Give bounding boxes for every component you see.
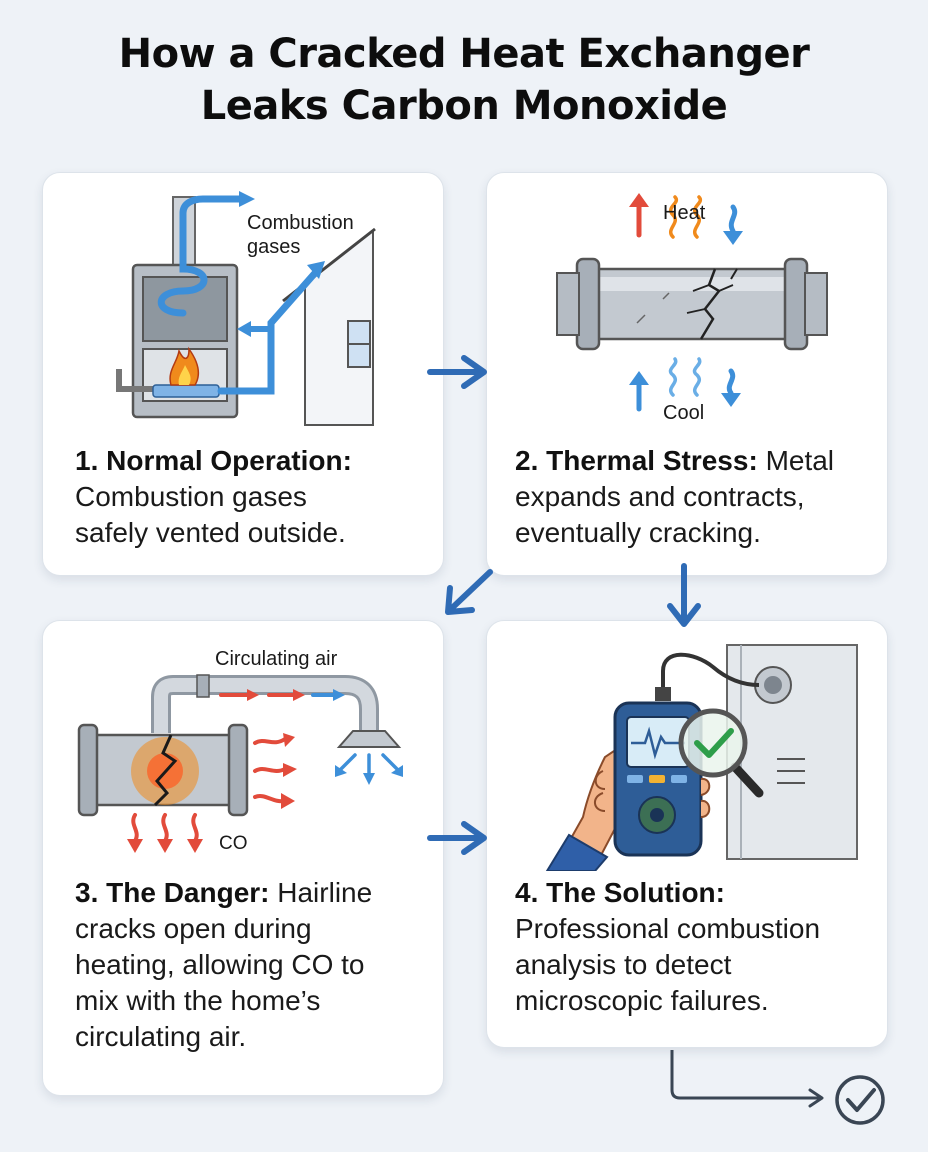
- label-gases: gases: [247, 236, 300, 258]
- step-card-1: Combustion gases 1. Normal Operation: Co…: [42, 172, 444, 576]
- step-4-body-line-2: analysis to detect: [515, 949, 732, 980]
- step-3-caption: 3. The Danger: Hairline cracks open duri…: [75, 875, 419, 1055]
- co-leak-arrow-1: [253, 737, 287, 745]
- step-4-body-line-3: microscopic failures.: [515, 985, 769, 1016]
- heat-wave-2: [693, 195, 703, 239]
- cool-arrow-down: [726, 368, 736, 396]
- step-4-caption: 4. The Solution: Professional combustion…: [515, 875, 863, 1019]
- label-heat: Heat: [663, 202, 706, 224]
- step-4-heading: 4. The Solution:: [515, 877, 725, 908]
- heat-exchanger-illustration: Heat Cool: [556, 193, 828, 424]
- title-line-2: Leaks Carbon Monoxide: [200, 83, 728, 129]
- step-3-body-line-3: mix with the home’s: [75, 985, 321, 1016]
- arrow-2-to-3: [445, 569, 493, 615]
- magnifier-handle: [730, 762, 764, 798]
- waveform-icon: [631, 726, 685, 760]
- step-2-body-line-2: eventually cracking.: [515, 517, 761, 548]
- title-line-1: How a Cracked Heat Exchanger: [118, 31, 810, 77]
- analyzer-illustration: [545, 644, 858, 871]
- flange-left: [575, 257, 601, 351]
- step-card-2: Heat Cool 2. Thermal Stress: Metal expan…: [486, 172, 888, 576]
- magnifier-icon: [678, 708, 748, 778]
- crack-icon: [153, 734, 178, 807]
- furnace-illustration: Combustion gases: [116, 191, 376, 426]
- step-3-heading: 3. The Danger:: [75, 877, 270, 908]
- heat-wave-1: [669, 195, 679, 239]
- heat-chamber: [142, 276, 228, 342]
- step-2-heading-tail: Metal: [765, 445, 835, 476]
- label-co: CO: [219, 833, 248, 854]
- label-combustion: Combustion: [247, 212, 354, 234]
- page-title: How a Cracked Heat Exchanger Leaks Carbo…: [0, 28, 928, 132]
- flange-right: [783, 257, 809, 351]
- burner: [152, 384, 220, 398]
- step-3-body-line-4: circulating air.: [75, 1021, 247, 1052]
- complete-check-icon: [835, 1075, 885, 1125]
- cool-arrow-down-top: [728, 204, 738, 234]
- step-3-body-line-2: heating, allowing CO to: [75, 949, 365, 980]
- check-icon: [694, 728, 734, 758]
- exhaust-flow-arrow: [217, 269, 319, 395]
- co-leak-arrow-2: [253, 767, 287, 773]
- step-card-4: 4. The Solution: Professional combustion…: [486, 620, 888, 1048]
- step-3-heading-tail: Hairline: [277, 877, 373, 908]
- danger-illustration: CO Circulating air: [77, 648, 403, 854]
- sleeve: [545, 833, 609, 871]
- step-1-caption: 1. Normal Operation: Combustion gases sa…: [75, 443, 419, 551]
- cool-wave-1: [668, 357, 678, 397]
- step-2-caption: 2. Thermal Stress: Metal expands and con…: [515, 443, 863, 551]
- crack-main: [699, 268, 721, 340]
- step-2-body-line-1: expands and contracts,: [515, 481, 805, 512]
- label-circulating-air: Circulating air: [215, 648, 338, 670]
- step-1-heading: 1. Normal Operation:: [75, 445, 352, 476]
- probe-cable: [661, 652, 760, 695]
- air-vent: [336, 730, 402, 748]
- co-leak-arrow-3: [253, 794, 287, 804]
- combustion-flow-arrow: [157, 195, 243, 317]
- step-1-body-line-1: Combustion gases: [75, 481, 307, 512]
- label-cool: Cool: [663, 402, 704, 424]
- step-2-heading: 2. Thermal Stress:: [515, 445, 758, 476]
- cool-wave-2: [692, 357, 702, 397]
- gas-pipe: [116, 369, 153, 392]
- step-card-3: CO Circulating air 3. The Danger: Hairli…: [42, 620, 444, 1096]
- final-arrow: [670, 1050, 824, 1108]
- step-1-body-line-2: safely vented outside.: [75, 517, 346, 548]
- appliance-panel: [726, 644, 858, 860]
- step-4-body-line-1: Professional combustion: [515, 913, 821, 944]
- step-3-body-line-1: cracks open during: [75, 913, 312, 944]
